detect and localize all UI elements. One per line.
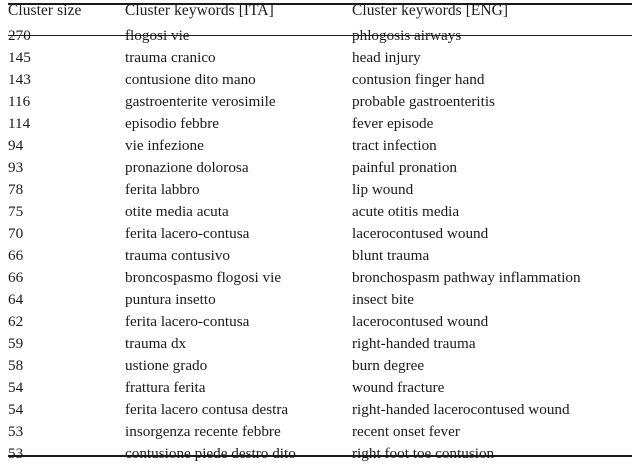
cell-cluster-size: 116 bbox=[8, 93, 31, 111]
cell-cluster-size: 54 bbox=[8, 400, 24, 418]
cell-cluster-keywords-eng: right foot toe contusion bbox=[352, 444, 495, 462]
table-row: 53 contusione piede destro dito right foot… bbox=[8, 443, 632, 464]
cell-cluster-size: 270 bbox=[8, 27, 31, 45]
table-header-row: Cluster size Cluster keywords [ITA] Clus… bbox=[8, 2, 632, 19]
table-row: 270 flogosi vie phlogosis airways bbox=[8, 18, 632, 47]
cell-cluster-keywords-ita: frattura ferita bbox=[125, 378, 206, 396]
table-header-rule bbox=[8, 35, 632, 36]
table-row: 59 trauma dx right-handed trauma bbox=[8, 333, 632, 355]
cell-cluster-keywords-eng: insect bite bbox=[352, 290, 414, 308]
table-row: 64 puntura insetto insect bite bbox=[8, 289, 632, 311]
cell-cluster-keywords-eng: wound fracture bbox=[352, 378, 445, 396]
cell-cluster-keywords-ita: trauma cranico bbox=[125, 49, 216, 67]
column-header-cluster-keywords-eng: Cluster keywords [ENG] bbox=[352, 2, 509, 19]
cell-cluster-keywords-eng: burn degree bbox=[352, 356, 425, 374]
cell-cluster-size: 70 bbox=[8, 224, 24, 242]
cell-cluster-keywords-ita: broncospasmo flogosi vie bbox=[125, 268, 282, 286]
cell-cluster-keywords-ita: ferita labbro bbox=[125, 181, 200, 199]
cell-cluster-size: 66 bbox=[8, 268, 24, 286]
table-row: 53 insorgenza recente febbre recent onset … bbox=[8, 421, 632, 443]
table-row: 116 gastroenterite verosimile probable gas… bbox=[8, 91, 632, 113]
table-row: 66 broncospasmo flogosi vie bronchospasm p… bbox=[8, 267, 632, 289]
table-body: 270 flogosi vie phlogosis airways 145 trauma… bbox=[8, 18, 632, 464]
table-header: Cluster size Cluster keywords [ITA] Clus… bbox=[8, 2, 632, 19]
cell-cluster-keywords-eng: right-handed lacerocontused wound bbox=[352, 400, 570, 418]
cell-cluster-keywords-ita: puntura insetto bbox=[125, 290, 216, 308]
column-header-cluster-size: Cluster size bbox=[8, 2, 82, 19]
cell-cluster-keywords-ita: gastroenterite verosimile bbox=[125, 93, 276, 111]
table-row: 94 vie infezione tract infection bbox=[8, 135, 632, 157]
cell-cluster-keywords-eng: acute otitis media bbox=[352, 203, 460, 221]
table-row: 75 otite media acuta acute otitis media bbox=[8, 201, 632, 223]
cell-cluster-size: 143 bbox=[8, 71, 31, 89]
cell-cluster-keywords-eng: lip wound bbox=[352, 181, 414, 199]
table-row: 143 contusione dito mano contusion finger … bbox=[8, 69, 632, 91]
column-header-cluster-keywords-ita: Cluster keywords [ITA] bbox=[125, 2, 274, 19]
cell-cluster-keywords-eng: fever episode bbox=[352, 115, 434, 133]
cell-cluster-size: 78 bbox=[8, 181, 24, 199]
table-row: 54 frattura ferita wound fracture bbox=[8, 377, 632, 399]
cell-cluster-size: 93 bbox=[8, 159, 24, 177]
cell-cluster-keywords-eng: phlogosis airways bbox=[352, 27, 462, 45]
cell-cluster-keywords-ita: trauma contusivo bbox=[125, 246, 231, 264]
cell-cluster-keywords-eng: head injury bbox=[352, 49, 421, 67]
table-row: 78 ferita labbro lip wound bbox=[8, 179, 632, 201]
cluster-keywords-table-container: Cluster size Cluster keywords [ITA] Clus… bbox=[8, 3, 632, 464]
cell-cluster-keywords-eng: painful pronation bbox=[352, 159, 458, 177]
cell-cluster-size: 54 bbox=[8, 378, 24, 396]
table-row: 66 trauma contusivo blunt trauma bbox=[8, 245, 632, 267]
cell-cluster-keywords-eng: probable gastroenteritis bbox=[352, 93, 495, 111]
cell-cluster-keywords-ita: otite media acuta bbox=[125, 203, 229, 221]
cell-cluster-keywords-eng: right-handed trauma bbox=[352, 334, 476, 352]
table-row: 145 trauma cranico head injury bbox=[8, 47, 632, 69]
table-row: 93 pronazione dolorosa painful pronation bbox=[8, 157, 632, 179]
cell-cluster-keywords-ita: ferita lacero-contusa bbox=[125, 312, 250, 330]
cell-cluster-keywords-eng: recent onset fever bbox=[352, 422, 460, 440]
table-row: 70 ferita lacero-contusa lacerocontused wo… bbox=[8, 223, 632, 245]
table-row: 58 ustione grado burn degree bbox=[8, 355, 632, 377]
cell-cluster-keywords-ita: pronazione dolorosa bbox=[125, 159, 249, 177]
cell-cluster-keywords-ita: contusione dito mano bbox=[125, 71, 256, 89]
cell-cluster-keywords-ita: trauma dx bbox=[125, 334, 187, 352]
cell-cluster-size: 53 bbox=[8, 422, 24, 440]
cell-cluster-size: 59 bbox=[8, 334, 24, 352]
cell-cluster-size: 94 bbox=[8, 137, 24, 155]
cell-cluster-keywords-eng: tract infection bbox=[352, 137, 437, 155]
cell-cluster-keywords-ita: flogosi vie bbox=[125, 27, 190, 45]
cell-cluster-size: 64 bbox=[8, 290, 24, 308]
cell-cluster-size: 62 bbox=[8, 312, 24, 330]
cell-cluster-size: 114 bbox=[8, 115, 31, 133]
table-bottom-rule bbox=[8, 455, 632, 457]
cell-cluster-size: 75 bbox=[8, 203, 24, 221]
cell-cluster-keywords-eng: lacerocontused wound bbox=[352, 224, 489, 242]
cluster-keywords-table: Cluster size Cluster keywords [ITA] Clus… bbox=[8, 3, 632, 464]
cell-cluster-keywords-ita: ustione grado bbox=[125, 356, 208, 374]
cell-cluster-size: 66 bbox=[8, 246, 24, 264]
table-row: 114 episodio febbre fever episode bbox=[8, 113, 632, 135]
table-row: 62 ferita lacero-contusa lacerocontused wo… bbox=[8, 311, 632, 333]
cell-cluster-size: 58 bbox=[8, 356, 24, 374]
cell-cluster-keywords-ita: contusione piede destro dito bbox=[125, 444, 296, 462]
cell-cluster-size: 53 bbox=[8, 444, 24, 462]
cell-cluster-keywords-eng: lacerocontused wound bbox=[352, 312, 489, 330]
cell-cluster-size: 145 bbox=[8, 49, 31, 67]
cell-cluster-keywords-eng: contusion finger hand bbox=[352, 71, 485, 89]
cell-cluster-keywords-ita: insorgenza recente febbre bbox=[125, 422, 281, 440]
table-top-rule bbox=[8, 3, 632, 5]
cell-cluster-keywords-ita: ferita lacero-contusa bbox=[125, 224, 250, 242]
cell-cluster-keywords-eng: bronchospasm pathway inflammation bbox=[352, 268, 581, 286]
cell-cluster-keywords-ita: ferita lacero contusa destra bbox=[125, 400, 289, 418]
cell-cluster-keywords-eng: blunt trauma bbox=[352, 246, 430, 264]
table-row: 54 ferita lacero contusa destra right-hand… bbox=[8, 399, 632, 421]
cell-cluster-keywords-ita: episodio febbre bbox=[125, 115, 220, 133]
cell-cluster-keywords-ita: vie infezione bbox=[125, 137, 204, 155]
